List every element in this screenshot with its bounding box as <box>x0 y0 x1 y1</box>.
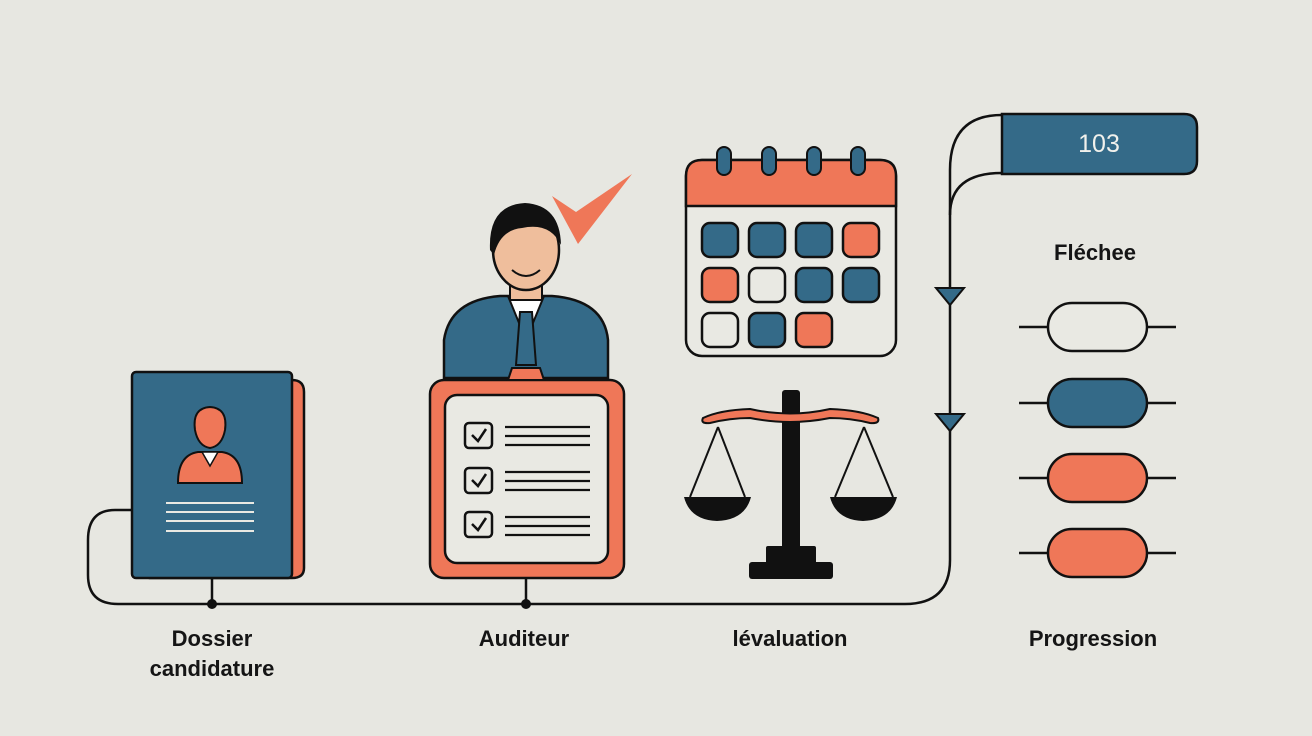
progress-pill-1 <box>1046 301 1149 353</box>
progress-pill-4 <box>1046 527 1149 579</box>
checkmark-icon <box>552 174 632 244</box>
arrow-down-icon <box>933 287 967 307</box>
count-badge-value: 103 <box>1078 130 1120 158</box>
progress-pills-icon <box>1019 301 1176 579</box>
candidate-file-icon <box>130 370 306 580</box>
flechee-label: Fléchee <box>1054 240 1136 265</box>
auditor-with-checklist-icon <box>428 174 632 580</box>
calendar-icon <box>684 146 898 358</box>
scales-of-justice-icon <box>684 390 897 579</box>
arrow-down-icon <box>933 413 967 433</box>
count-badge <box>1000 112 1199 176</box>
step-label-evaluation: lévaluation <box>732 626 848 651</box>
step-label-auditeur: Auditeur <box>478 626 570 651</box>
checklist <box>463 421 590 539</box>
step-label-dossier: Dossier candidature <box>149 626 275 681</box>
progress-pill-3 <box>1046 452 1149 504</box>
step-label-progression: Progression <box>1028 626 1158 651</box>
node-dot-dossier <box>207 599 217 609</box>
node-dot-auditeur <box>521 599 531 609</box>
progress-pill-2 <box>1046 377 1149 429</box>
